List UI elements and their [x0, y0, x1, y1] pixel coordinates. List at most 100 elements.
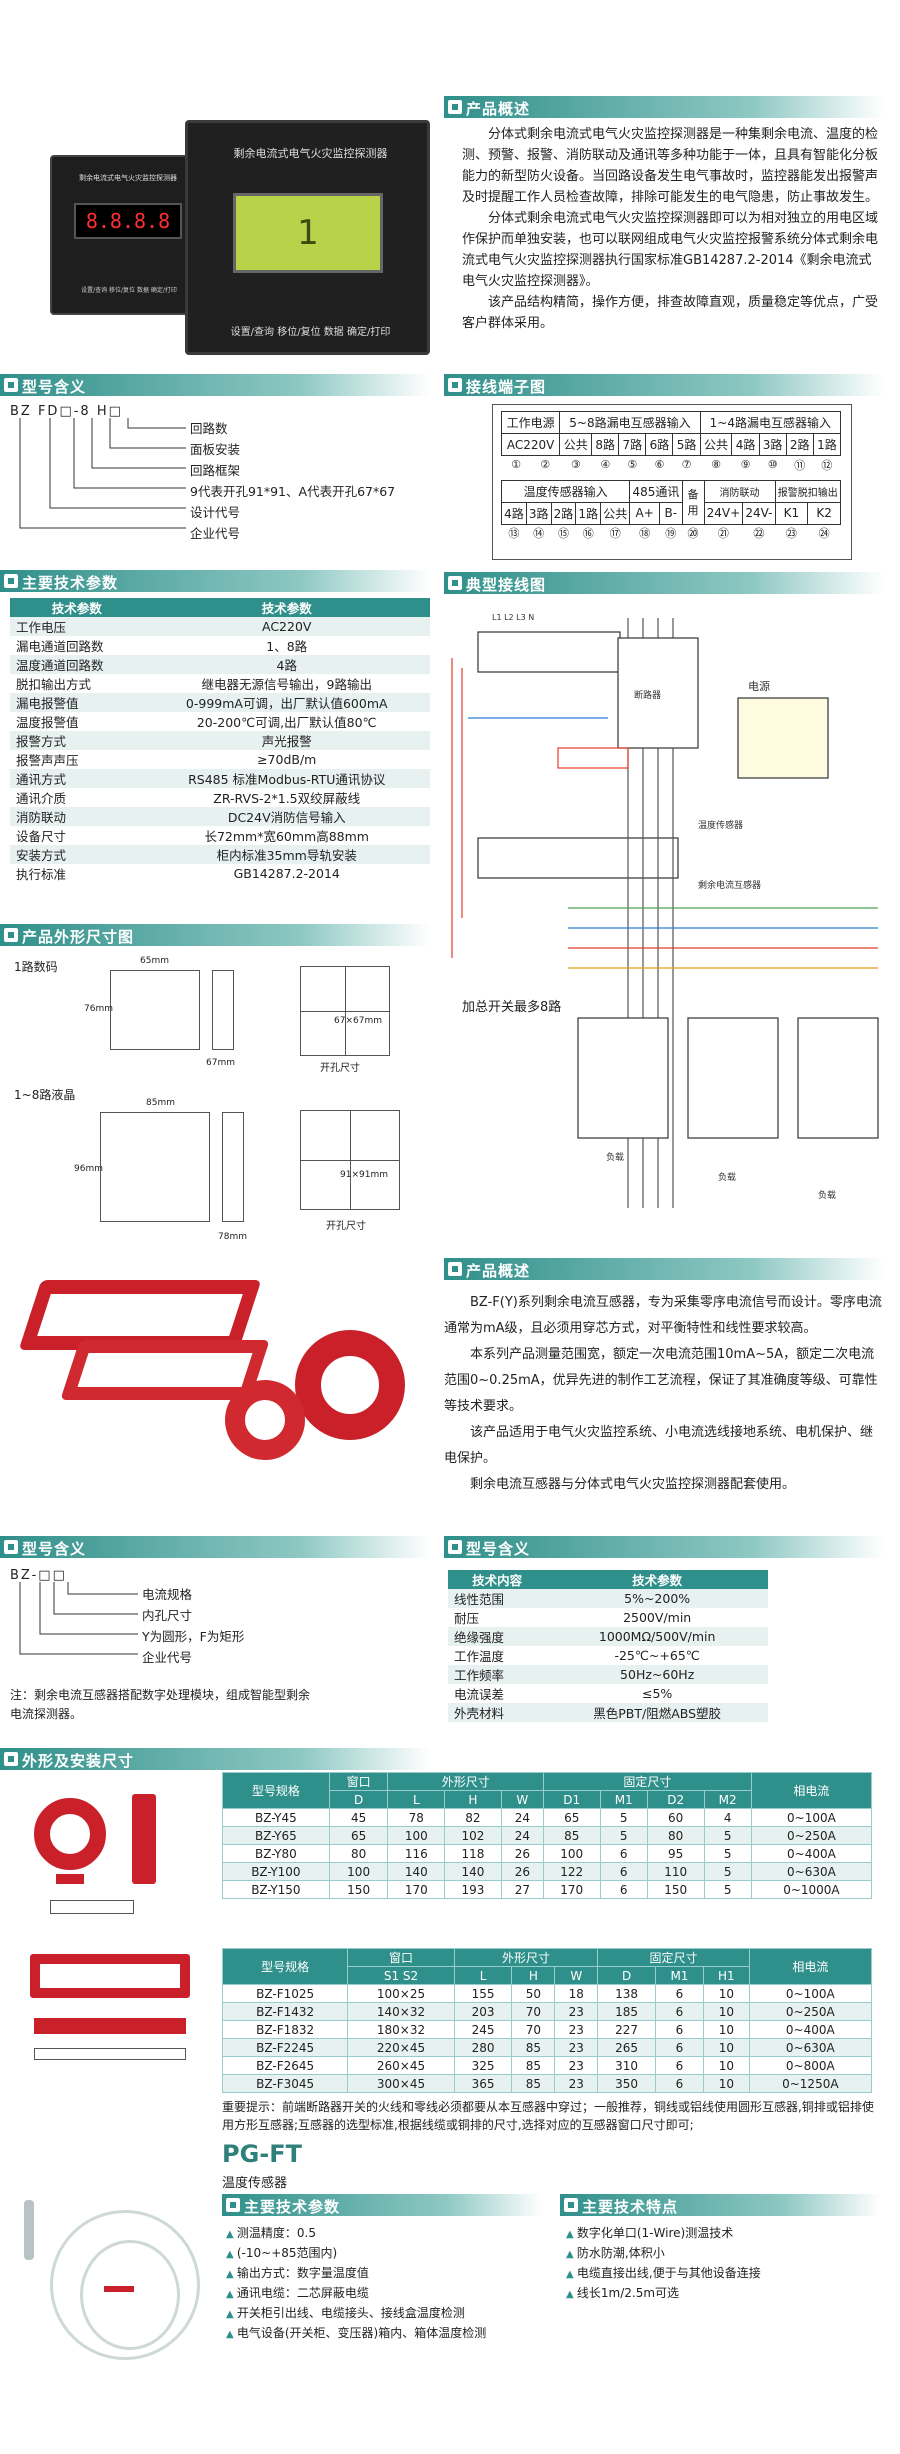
terminal-cell: 24V- [742, 501, 776, 525]
table-cell: ㉓ [785, 527, 797, 541]
table-cell: ⑤ [627, 458, 638, 472]
table-cell: 10 [703, 1984, 750, 2003]
overview-2-p4: 剩余电流互感器与分体式电气火灾监控探测器配套使用。 [470, 1477, 796, 1492]
table-cell: 80 [328, 1844, 389, 1863]
table-cell: 执行标准 [16, 867, 67, 882]
table-cell: 65 [542, 1808, 601, 1827]
table-cell: 柜内标准35mm导轨安装 [143, 845, 430, 864]
wiring-ct-label: 剩余电流互感器 [698, 879, 761, 891]
section-dims-1: 产品外形尺寸图 [0, 924, 430, 946]
table-cell: ㉒ [753, 527, 765, 541]
table-cell: 通讯介质 [16, 791, 67, 806]
table-cell: 5%~200% [546, 1589, 768, 1608]
terminal-cell: 8路 [591, 433, 620, 456]
table-cell: ⑬ [508, 527, 520, 541]
ft-sensor-photo [20, 2190, 210, 2400]
table-cell: 118 [444, 1844, 502, 1863]
dims-depth-1: 67mm [206, 1058, 235, 1068]
th: 相电流 [748, 1948, 873, 1985]
terminal-diagram: 工作电源 5~8路漏电互感器输入 1~4路漏电互感器输入 AC220V 公共 8… [492, 404, 852, 560]
table-cell: 140×32 [347, 2002, 455, 2021]
table-cell: 23 [554, 2002, 599, 2021]
table-row: 安装方式柜内标准35mm导轨安装 [10, 845, 430, 864]
wiring-temp-label: 温度传感器 [698, 819, 743, 831]
table-cell: 0~250A [748, 2002, 873, 2021]
table-cell: 70 [511, 2020, 556, 2039]
table-cell: 继电器无源信号输出，9路输出 [201, 677, 372, 692]
section-title: 产品外形尺寸图 [22, 928, 135, 946]
table-row: 外壳材料黑色PBT/阻燃ABS塑胶 [448, 1703, 768, 1722]
table-cell: 5 [703, 1844, 752, 1863]
section-title: 型号含义 [22, 378, 87, 396]
table-cell: 0~1250A [748, 2074, 873, 2093]
table-cell: ⑧ [711, 458, 721, 472]
wiring-power-label: 电源 [748, 679, 770, 693]
terminal-trip: 报警脱扣输出 [774, 479, 842, 503]
table-cell: ㉑ [717, 527, 729, 541]
table-cell: 6 [599, 1844, 648, 1863]
table-cell: 耐压 [454, 1611, 480, 1626]
dims-front-2 [100, 1112, 210, 1222]
table-cell: 漏电通道回路数 [16, 639, 104, 654]
table-cell: ⑪ [794, 458, 806, 472]
table-cell: 10 [703, 2038, 750, 2057]
table-cell: 122 [542, 1862, 601, 1881]
table-cell: 安装方式 [10, 845, 144, 864]
table-cell: 0~100A [748, 1984, 873, 2003]
table-row: 电流误差≤5% [448, 1684, 768, 1703]
table-cell: BZ-Y45 [222, 1808, 330, 1827]
large-detector-lcd: 1 [233, 193, 383, 273]
terminal-cell: 1路 [575, 501, 602, 525]
table-cell: 26 [500, 1844, 544, 1863]
table-cell: 0~400A [748, 2020, 873, 2039]
terminal-cell: 3路 [525, 501, 552, 525]
table-cell: 100×25 [347, 1984, 455, 2003]
section-title: 型号含义 [466, 1540, 531, 1558]
table-cell: 0-999mA可调，出厂默认值600mA [143, 693, 430, 712]
table-cell: 110 [646, 1862, 705, 1881]
table-cell: 185 [597, 2002, 656, 2021]
terminal-cell: 4路 [731, 433, 760, 456]
model-1-line: 企业代号 [190, 526, 241, 541]
dims-cut-label-1: 开孔尺寸 [320, 1063, 360, 1074]
table-cell: 6 [599, 1862, 648, 1881]
th: 外形尺寸 [387, 1772, 544, 1791]
table-cell: 6 [654, 2074, 705, 2093]
table-cell: ⑥ [654, 458, 665, 472]
th: 型号规格 [222, 1772, 330, 1809]
table-cell: W [554, 1966, 599, 1985]
terminal-row-2: 温度传感器输入 485通讯 备用 消防联动 报警脱扣输出 4路 3路 2路 1路… [500, 479, 842, 543]
section-title: 主要技术参数 [22, 574, 119, 592]
terminal-cell: 7路 [618, 433, 647, 456]
large-detector-title: 剩余电流式电气火灾监控探测器 [233, 147, 388, 160]
table-cell: ① [511, 458, 521, 472]
table-cell: 24 [500, 1826, 544, 1845]
table-cell: 18 [554, 1984, 599, 2003]
section-title: 主要技术参数 [244, 2198, 341, 2216]
table-row: 工作温度-25℃~+65℃ [448, 1646, 768, 1665]
table-cell: 138 [597, 1984, 656, 2003]
model-2-leader-lines [19, 1582, 138, 1655]
ft-feature-item: 电缆直接出线,便于与其他设备连接 [566, 2264, 886, 2284]
table-cell: DC24V消防信号输入 [143, 807, 430, 826]
table-cell: 通讯方式 [10, 769, 144, 788]
table-cell: M1 [654, 1966, 705, 1985]
dims-cut-size-1: 67×67mm [334, 1016, 382, 1026]
table-cell: ⑫ [821, 458, 833, 472]
section-overview-1: 产品概述 [444, 96, 884, 118]
table-cell: 23 [554, 2038, 599, 2057]
terminal-cell: 公共 [600, 501, 631, 525]
table-row: 设备尺寸长72mm*宽60mm高88mm [10, 826, 430, 845]
section-wiring: 典型接线图 [444, 572, 884, 594]
table-cell: ⑮ [557, 527, 569, 541]
table-cell: 工作温度 [454, 1649, 505, 1664]
round-ct-large [295, 1330, 405, 1440]
section-overview-2: 产品概述 [444, 1258, 884, 1280]
table-cell: 1、8路 [266, 639, 308, 654]
